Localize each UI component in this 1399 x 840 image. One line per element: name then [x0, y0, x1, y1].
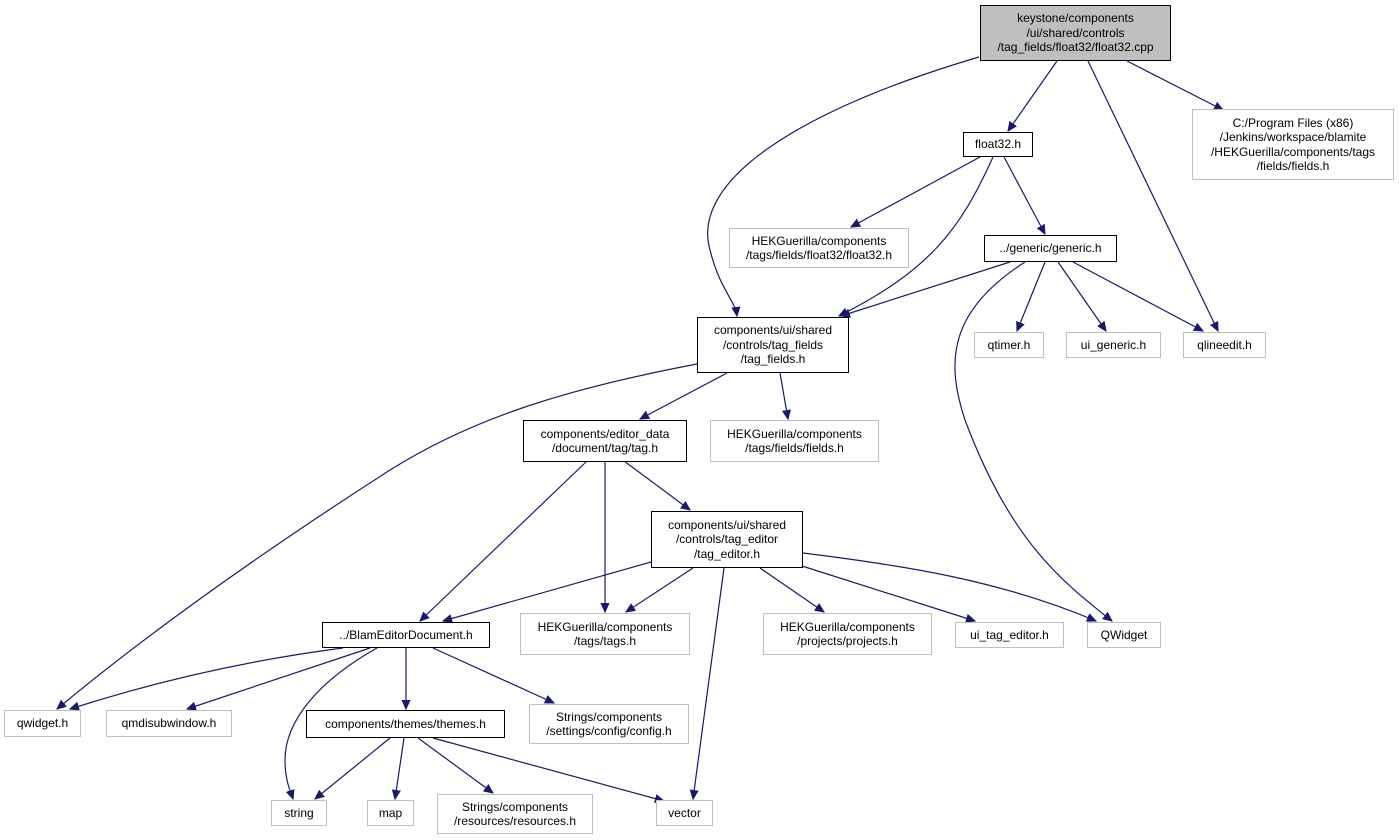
node-resources-h: Strings/components /resources/resources.…	[437, 794, 593, 834]
node-map: map	[367, 800, 414, 826]
edge-tagfields-tagh	[640, 372, 728, 419]
edge-tagfields-qwidgeth	[57, 363, 698, 709]
edge-float32-tagfields	[839, 156, 994, 316]
edge-blamdoc-config	[432, 647, 554, 704]
node-float32-cpp: keystone/components /ui/shared/controls …	[980, 5, 1171, 61]
edge-tageditor-vector	[693, 567, 725, 799]
edge-generic-qwidget	[954, 261, 1112, 621]
edge-tageditor-uitageditor	[801, 565, 975, 621]
edge-blamdoc-qwidgeth	[70, 647, 344, 709]
edge-tagh-blamdoc	[420, 460, 588, 621]
edge-generic-qlineedit	[1072, 261, 1203, 331]
edge-themes-map	[395, 737, 405, 799]
dependency-edges	[57, 56, 1223, 801]
edge-blamdoc-qmdisubwindow	[187, 647, 371, 709]
node-tag-fields-h[interactable]: components/ui/shared /controls/tag_field…	[697, 317, 849, 373]
node-generic-h[interactable]: ../generic/generic.h	[984, 235, 1117, 262]
node-ui-generic-h: ui_generic.h	[1066, 332, 1161, 358]
node-qwidget-h: qwidget.h	[4, 710, 81, 737]
node-fields-h-external: C:/Program Files (x86) /Jenkins/workspac…	[1192, 109, 1394, 180]
edge-tageditor-hektags	[626, 567, 694, 612]
node-string: string	[271, 800, 327, 826]
node-qmdisubwindow-h: qmdisubwindow.h	[106, 710, 232, 737]
edge-root-qlineedit	[1087, 60, 1219, 331]
edge-root-float32	[1008, 60, 1058, 131]
node-themes-h[interactable]: components/themes/themes.h	[306, 710, 505, 738]
edge-tageditor-qwidget	[802, 552, 1096, 621]
node-vector: vector	[656, 800, 713, 826]
edge-root-tagfields	[707, 56, 980, 316]
node-ui-tag-editor-h: ui_tag_editor.h	[955, 622, 1064, 648]
edge-themes-resources	[417, 737, 493, 793]
node-qtimer-h: qtimer.h	[974, 332, 1044, 358]
edge-root-fieldsext	[1126, 60, 1223, 110]
edge-tageditor-hekprojects	[759, 567, 824, 612]
edge-float32-generic	[1003, 156, 1045, 234]
node-hekguerilla-fields-h: HEKGuerilla/components /tags/fields/fiel…	[710, 420, 879, 462]
node-hekguerilla-tags-h: HEKGuerilla/components /tags/tags.h	[520, 613, 690, 655]
node-tag-editor-h[interactable]: components/ui/shared /controls/tag_edito…	[651, 511, 803, 568]
edge-generic-qtimer	[1017, 261, 1046, 331]
edge-themes-string	[315, 737, 391, 799]
node-tag-h[interactable]: components/editor_data /document/tag/tag…	[523, 420, 687, 462]
node-float32-h[interactable]: float32.h	[963, 132, 1033, 157]
edge-generic-uigeneric	[1057, 261, 1106, 331]
edge-tagh-tageditor	[623, 460, 690, 510]
edge-generic-tagfields	[841, 261, 1011, 316]
edge-tageditor-blamdoc	[443, 561, 652, 621]
edge-themes-vector	[432, 737, 664, 801]
node-hekguerilla-projects-h: HEKGuerilla/components /projects/project…	[763, 613, 932, 655]
node-qlineedit-h: qlineedit.h	[1183, 332, 1266, 358]
node-config-h: Strings/components /settings/config/conf…	[529, 704, 689, 744]
edge-blamdoc-string	[284, 647, 378, 799]
edge-float32-hekfloat32	[851, 156, 981, 227]
node-hekguerilla-float32-h: HEKGuerilla/components /tags/fields/floa…	[729, 228, 909, 268]
node-blam-editor-document-h[interactable]: ../BlamEditorDocument.h	[322, 622, 490, 648]
edge-tagfields-hekfields	[779, 372, 788, 419]
node-qwidget-class: QWidget	[1087, 622, 1161, 648]
